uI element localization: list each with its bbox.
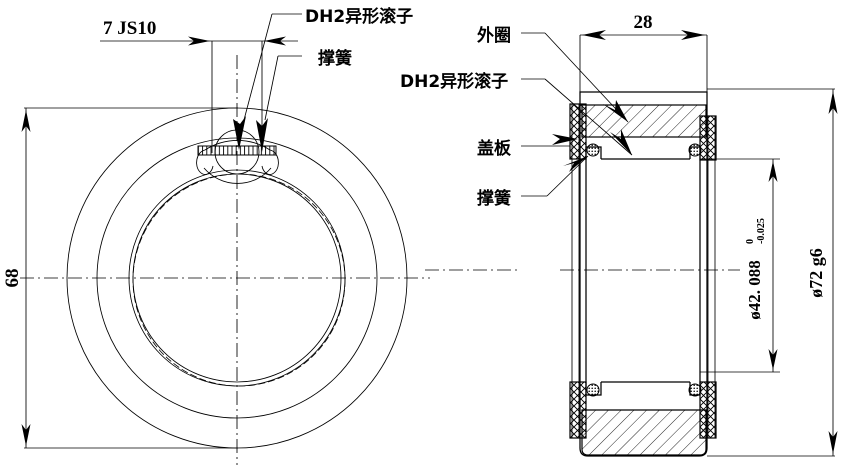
leader-roller-left-arrow: [233, 116, 246, 150]
outer-ring-bottom: [581, 409, 707, 456]
label-roller-left: DH2异形滚子: [305, 6, 413, 27]
dim-28-group: 28: [579, 12, 708, 92]
dim-bore-arrow-top: [768, 161, 778, 182]
support-spring-section-top-right: [688, 143, 702, 157]
front-cam-profile-hidden: [132, 173, 346, 387]
front-view-group: 68 7 JS10: [2, 13, 430, 465]
dim-bore-tol-lower: -0.025: [756, 218, 767, 244]
cover-plate-top-left: [569, 103, 587, 160]
dim-bore-text: ø42. 088: [745, 260, 764, 320]
leader-roller-right-slant: [544, 78, 633, 156]
label-spring-right: 撑簧: [477, 188, 511, 209]
outer-ring-top-hatch: [581, 104, 707, 138]
label-roller-right: DH2异形滚子: [400, 71, 508, 92]
dim-bore-text-group: ø42. 088 0 -0.025: [745, 218, 767, 320]
dim-28-arrow-left: [582, 30, 606, 40]
dim-68-group: 68: [2, 107, 238, 449]
section-view-group: 28: [425, 12, 838, 457]
leader-spring-right-slant: [546, 155, 589, 197]
roller-pocket-bottom-arc: [203, 167, 272, 184]
label-cover-plate: 盖板: [477, 138, 512, 159]
dim-7js10-arrow-right: [264, 36, 286, 46]
dim-7js10-text: 7 JS10: [103, 18, 156, 39]
dim-bore-group: ø42. 088 0 -0.025: [745, 159, 778, 372]
dim-68-arrow-top: [21, 110, 31, 132]
dim-od-arrow-top: [828, 91, 838, 114]
leader-spring-left-arrow: [256, 118, 268, 152]
dim-68-text: 68: [2, 269, 23, 288]
leader-spring-left-slant: [264, 55, 279, 121]
leader-outer-ring-slant: [544, 32, 629, 123]
section-outer-envelope: [579, 91, 708, 457]
leader-cover-plate-arrow: [552, 134, 578, 145]
support-spring-section-bottom-right: [688, 383, 702, 397]
dim-od-group: ø72 g6: [806, 89, 838, 456]
outer-ring-bottom-hatch: [581, 409, 707, 456]
front-roller-assembly: [196, 129, 279, 184]
support-spring-section-bottom-left: [586, 383, 600, 397]
leader-outer-ring-arrow: [603, 100, 628, 122]
outer-ring-top: [581, 104, 707, 138]
dim-od-text: ø72 g6: [806, 248, 826, 298]
dim-bore-tol-upper: 0: [745, 239, 756, 244]
dim-7js10-arrow-left: [188, 36, 210, 46]
label-outer-ring: 外圈: [477, 25, 511, 46]
support-spring-section-top-left: [586, 143, 600, 157]
leader-roller-right-arrow: [610, 129, 632, 155]
callout-labels: DH2异形滚子 撑簧 外圈 DH2异形滚子 盖板 撑簧: [305, 6, 512, 209]
dim-bore-arrow-bottom: [768, 349, 778, 370]
dim-7js10-group: 7 JS10: [100, 18, 298, 153]
leader-spring-right-arrow: [563, 156, 588, 172]
support-spring-strip: [197, 145, 277, 156]
section-leaders: [521, 32, 633, 197]
leader-roller-left-slant: [239, 13, 273, 136]
label-spring-left: 撑簧: [318, 48, 352, 69]
front-leaders: [233, 13, 302, 152]
dim-od-arrow-bottom: [828, 431, 838, 454]
dim-28-arrow-right: [681, 30, 705, 40]
dim-68-arrow-bottom: [21, 424, 31, 446]
dim-28-text: 28: [634, 12, 653, 33]
